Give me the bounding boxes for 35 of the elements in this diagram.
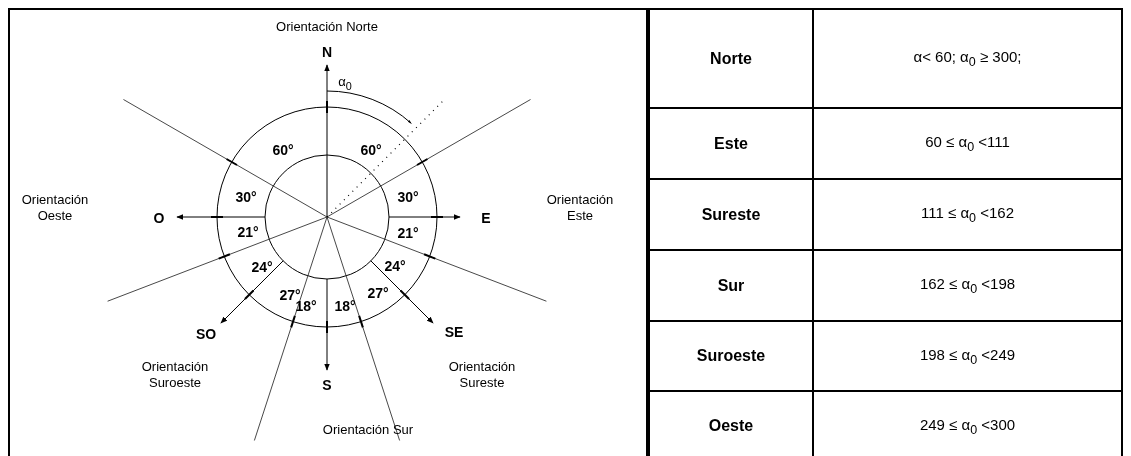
degree-label: 21° xyxy=(397,225,419,241)
degree-label: 24° xyxy=(384,258,406,274)
direction-letter: S xyxy=(322,377,332,393)
orientation-name: Norte xyxy=(649,9,813,108)
direction-letter: O xyxy=(153,210,165,226)
orientation-name: Este xyxy=(649,108,813,179)
degree-label: 18° xyxy=(295,298,317,314)
orientation-label: Orientación Sur xyxy=(322,422,414,438)
orientation-label: Orientación Sureste xyxy=(447,359,517,391)
orientation-name: Sur xyxy=(649,250,813,321)
angle-range: 198 ≤ α$_{0}$ <249 xyxy=(813,321,1122,391)
angle-range: 111 ≤ α$_{0}$ <162 xyxy=(813,179,1122,250)
orientation-label: Orientación Norte xyxy=(276,19,378,35)
degree-label: 24° xyxy=(251,259,273,275)
degree-label: 27° xyxy=(367,285,389,301)
orientation-name: Sureste xyxy=(649,179,813,250)
degree-label: 21° xyxy=(237,224,259,240)
orientation-label: Orientación Suroeste xyxy=(140,359,210,391)
direction-letter: E xyxy=(481,210,491,226)
direction-letter: SO xyxy=(195,326,217,342)
degree-label: 60° xyxy=(360,142,382,158)
degree-label: 60° xyxy=(272,142,294,158)
orientation-label: Orientación Oeste xyxy=(20,192,90,224)
orientation-name: Suroeste xyxy=(649,321,813,391)
direction-letter: N xyxy=(321,44,333,60)
orientation-name: Oeste xyxy=(649,391,813,456)
angle-range: 162 ≤ α$_{0}$ <198 xyxy=(813,250,1122,321)
angle-range: α< 60; α$_{0}$ ≥ 300; xyxy=(813,9,1122,108)
angle-range: 60 ≤ α$_{0}$ <111 xyxy=(813,108,1122,179)
orientation-label: Orientación Este xyxy=(545,192,615,224)
degree-label: 30° xyxy=(235,189,257,205)
degree-label: 18° xyxy=(334,298,356,314)
direction-letter: SE xyxy=(444,324,464,340)
degree-label: 30° xyxy=(397,189,419,205)
angle-symbol: α$_{0}$ xyxy=(338,74,352,94)
